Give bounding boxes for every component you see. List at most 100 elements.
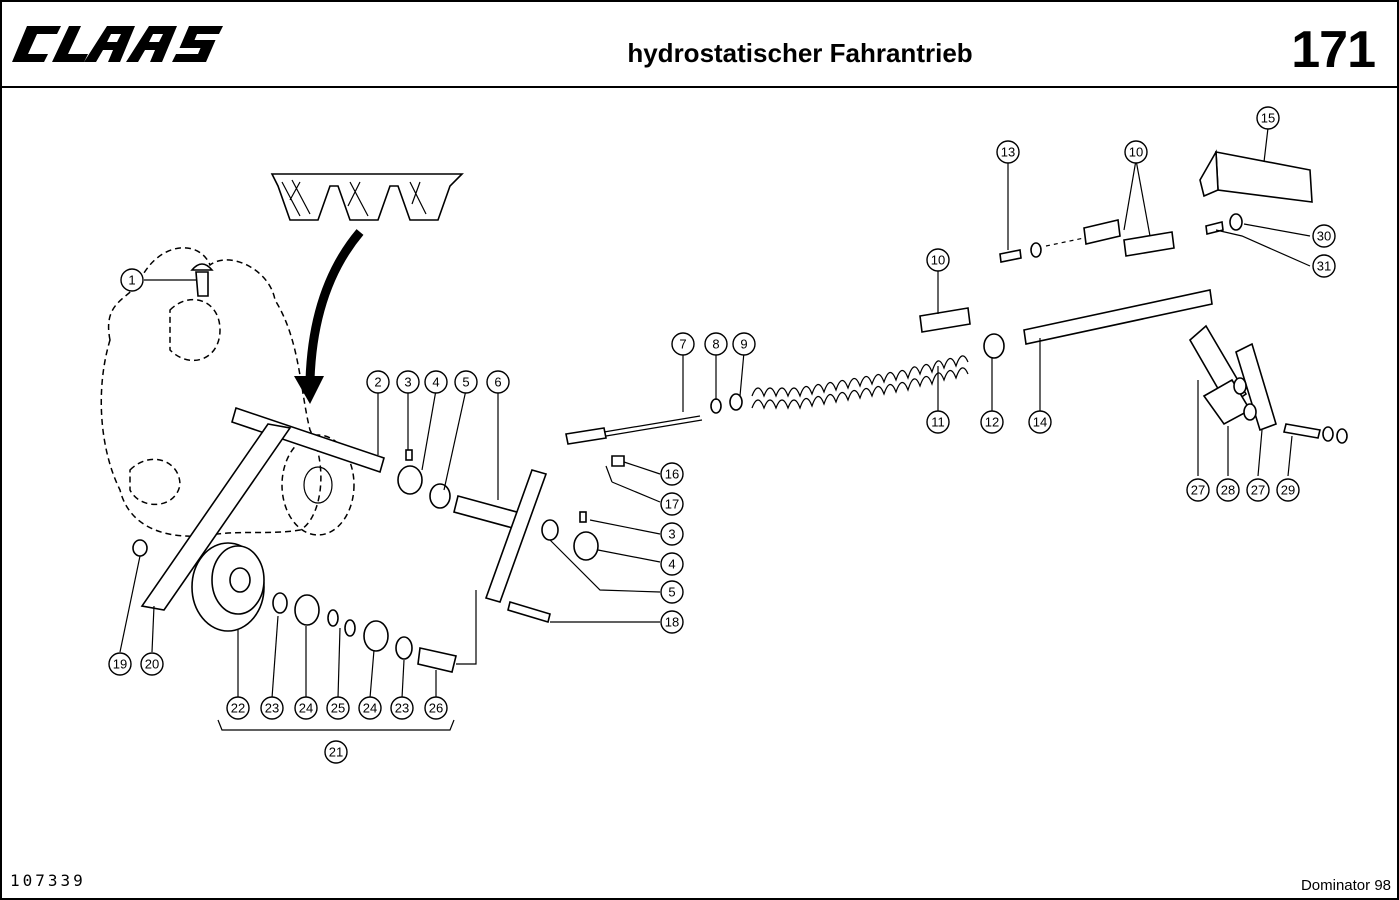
svg-text:2: 2 <box>374 375 381 390</box>
svg-text:11: 11 <box>931 415 945 430</box>
leader-lines <box>119 127 1311 699</box>
cover-plate-part <box>1199 149 1313 235</box>
svg-text:23: 23 <box>265 701 279 716</box>
svg-text:18: 18 <box>665 615 679 630</box>
callout: 22 <box>226 696 250 720</box>
callout: 5 <box>454 370 478 394</box>
svg-text:10: 10 <box>1129 145 1143 160</box>
svg-text:19: 19 <box>113 657 127 672</box>
svg-text:28: 28 <box>1221 483 1235 498</box>
callout: 25 <box>326 696 350 720</box>
belt-profile-illustration <box>270 173 464 221</box>
exploded-parts-diagram: 1 2 3 4 5 6 7 8 9 10 10 11 12 13 14 15 1… <box>100 106 1348 764</box>
svg-text:25: 25 <box>331 701 345 716</box>
svg-text:17: 17 <box>665 497 679 512</box>
svg-text:22: 22 <box>231 701 245 716</box>
callout: 28 <box>1216 478 1240 502</box>
callout: 14 <box>1028 410 1052 434</box>
svg-text:10: 10 <box>931 253 945 268</box>
header-divider <box>0 86 1399 88</box>
callout: 5 <box>660 580 684 604</box>
callout: 29 <box>1276 478 1300 502</box>
callout: 2 <box>366 370 390 394</box>
callout: 3 <box>396 370 420 394</box>
callout: 23 <box>260 696 284 720</box>
screw-part <box>190 263 214 297</box>
belt-direction-arrow <box>294 229 364 404</box>
svg-text:6: 6 <box>494 375 501 390</box>
callout: 31 <box>1312 254 1336 278</box>
brand-logo <box>12 26 224 62</box>
callout: 21 <box>324 740 348 764</box>
assembly-bracket-line <box>217 719 455 731</box>
idler-pulley-part <box>191 542 265 632</box>
callout: 19 <box>108 652 132 676</box>
callout: 10 <box>1124 140 1148 164</box>
svg-text:26: 26 <box>429 701 443 716</box>
callout: 15 <box>1256 106 1280 130</box>
callout: 26 <box>424 696 448 720</box>
bracket-assembly-top <box>999 219 1175 263</box>
svg-text:4: 4 <box>432 375 439 390</box>
compression-spring-part <box>751 333 1005 410</box>
callout: 12 <box>980 410 1004 434</box>
long-shaft-part <box>1023 289 1213 345</box>
callout: 24 <box>294 696 318 720</box>
svg-text:4: 4 <box>668 557 675 572</box>
callout: 9 <box>732 332 756 356</box>
callout: 6 <box>486 370 510 394</box>
svg-text:1: 1 <box>128 273 135 288</box>
svg-text:27: 27 <box>1191 483 1205 498</box>
svg-text:31: 31 <box>1317 259 1331 274</box>
svg-text:9: 9 <box>740 337 747 352</box>
bushing-group-right <box>541 511 599 561</box>
svg-text:7: 7 <box>679 337 686 352</box>
linkage-plates-part <box>1188 324 1348 444</box>
page-number: 171 <box>1291 21 1376 79</box>
callout: 18 <box>660 610 684 634</box>
callout: 30 <box>1312 224 1336 248</box>
bracket-part-middle <box>919 307 971 333</box>
page-title: hydrostatischer Fahrantrieb <box>627 38 973 68</box>
bushing-group-left <box>397 449 451 509</box>
svg-text:12: 12 <box>985 415 999 430</box>
svg-text:8: 8 <box>712 337 719 352</box>
svg-text:5: 5 <box>462 375 469 390</box>
callout: 7 <box>671 332 695 356</box>
svg-text:13: 13 <box>1001 145 1015 160</box>
belt-part <box>140 423 292 611</box>
callout: 13 <box>996 140 1020 164</box>
nut-part <box>132 539 148 557</box>
logo-underline <box>12 86 230 88</box>
svg-text:5: 5 <box>668 585 675 600</box>
callout: 8 <box>704 332 728 356</box>
svg-text:29: 29 <box>1281 483 1295 498</box>
svg-text:20: 20 <box>145 657 159 672</box>
callout: 3 <box>660 522 684 546</box>
model-name: Dominator 98 <box>1300 877 1391 894</box>
svg-text:14: 14 <box>1033 415 1047 430</box>
svg-text:16: 16 <box>665 467 679 482</box>
callout: 11 <box>926 410 950 434</box>
svg-text:30: 30 <box>1317 229 1331 244</box>
bearing-parts-row <box>272 590 477 673</box>
callout: 1 <box>120 268 144 292</box>
svg-text:24: 24 <box>299 701 313 716</box>
tension-rod-part <box>565 393 743 445</box>
callout: 17 <box>660 492 684 516</box>
callout: 24 <box>358 696 382 720</box>
svg-text:23: 23 <box>395 701 409 716</box>
bolt-part <box>507 600 551 624</box>
pin-part <box>605 455 625 483</box>
callout: 4 <box>660 552 684 576</box>
svg-text:27: 27 <box>1251 483 1265 498</box>
diagram-number: 107339 <box>10 871 86 890</box>
svg-text:3: 3 <box>404 375 411 390</box>
callout: 16 <box>660 462 684 486</box>
part-callouts: 1 2 3 4 5 6 7 8 9 10 10 11 12 13 14 15 1… <box>108 106 1336 764</box>
callout: 10 <box>926 248 950 272</box>
callout: 4 <box>424 370 448 394</box>
callout: 27 <box>1246 478 1270 502</box>
svg-text:3: 3 <box>668 527 675 542</box>
